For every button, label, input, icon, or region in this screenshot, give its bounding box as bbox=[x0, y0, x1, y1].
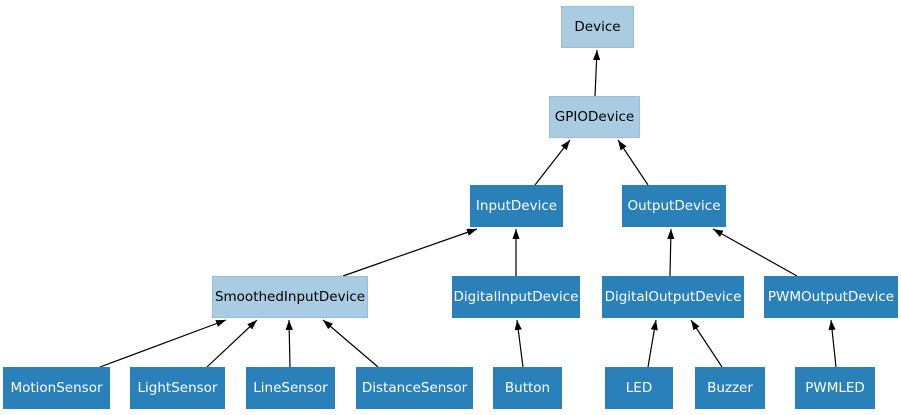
node-device: Device bbox=[561, 6, 634, 48]
edge-pwmled-pwmoutputdevice bbox=[828, 319, 837, 368]
edge-linesensor-smoothedinputdevice bbox=[285, 319, 293, 368]
node-lightsensor: LightSensor bbox=[130, 367, 225, 409]
node-inputdevice: InputDevice bbox=[470, 185, 563, 227]
edge-motionsensor-smoothedinputdevice bbox=[99, 319, 227, 368]
node-button: Button bbox=[493, 367, 562, 409]
node-distancesensor: DistanceSensor bbox=[356, 367, 473, 409]
node-motionsensor: MotionSensor bbox=[3, 367, 110, 409]
edge-pwmoutputdevice-outputdevice bbox=[712, 228, 798, 277]
node-gpiodevice: GPIODevice bbox=[549, 96, 640, 138]
edge-lightsensor-smoothedinputdevice bbox=[206, 319, 258, 368]
edge-led-digitaloutputdevice bbox=[647, 319, 658, 368]
node-pwmled: PWMLED bbox=[795, 367, 875, 409]
edge-distancesensor-smoothedinputdevice bbox=[322, 319, 379, 368]
node-smoothedinputdevice: SmoothedInputDevice bbox=[212, 276, 368, 318]
node-digitalinputdevice: DigitalInputDevice bbox=[452, 276, 580, 318]
node-digitaloutputdevice: DigitalOutputDevice bbox=[602, 276, 744, 318]
node-led: LED bbox=[605, 367, 673, 409]
edge-smoothedinputdevice-inputdevice bbox=[342, 228, 478, 277]
edge-gpiodevice-device bbox=[592, 49, 601, 97]
edge-outputdevice-gpiodevice bbox=[617, 139, 649, 186]
edge-inputdevice-gpiodevice bbox=[534, 139, 571, 186]
node-pwmoutputdevice: PWMOutputDevice bbox=[764, 276, 898, 318]
edge-digitaloutputdevice-outputdevice bbox=[667, 228, 675, 277]
node-outputdevice: OutputDevice bbox=[622, 185, 726, 227]
node-linesensor: LineSensor bbox=[246, 367, 335, 409]
edge-button-digitalinputdevice bbox=[514, 319, 524, 368]
node-buzzer: Buzzer bbox=[695, 367, 765, 409]
edge-buzzer-digitaloutputdevice bbox=[690, 319, 723, 368]
